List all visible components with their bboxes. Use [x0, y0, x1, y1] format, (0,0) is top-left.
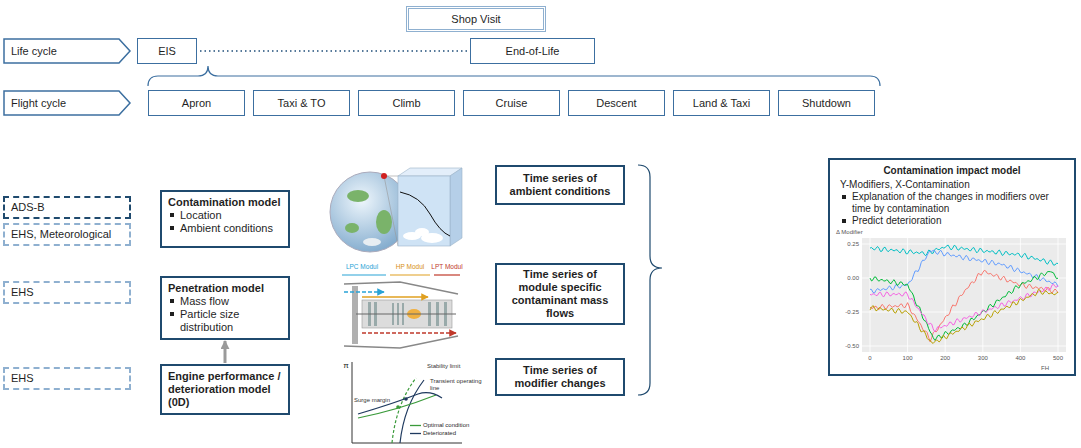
globe-illustration: [330, 168, 462, 252]
legend-line-sample: [410, 422, 421, 429]
bullet-mark: [170, 312, 174, 316]
box-title: End-of-Life: [477, 45, 588, 58]
chart-series: [870, 289, 1058, 343]
tick-label: 400: [1015, 355, 1025, 362]
milestone-box: EIS: [137, 38, 197, 64]
chevron-label: Life cycle: [3, 38, 131, 64]
bracket: [148, 66, 880, 86]
phase-box: Descent: [568, 90, 665, 116]
source-box: EHS: [3, 281, 131, 304]
map-annotation: Transient operating line: [430, 378, 486, 392]
phase-box: Land & Taxi: [673, 90, 770, 116]
phase-box: Taxi & TO: [253, 90, 350, 116]
box-title: Time series of modifier changes: [503, 364, 617, 390]
bullet-text: Mass flow: [180, 295, 229, 308]
box-title: Climb: [365, 97, 448, 110]
legend-item: Deteriorated: [410, 430, 456, 437]
map-annotation: Stability limit: [427, 363, 460, 370]
chart-series: [870, 272, 1058, 341]
model-box: Penetration modelMass flowParticle size …: [160, 276, 290, 340]
tick-label: 0.00: [847, 275, 859, 282]
tick-label: 300: [978, 355, 988, 362]
legend-line-sample: [410, 430, 421, 437]
bullet-mark: [842, 195, 846, 199]
box-title: Land & Taxi: [680, 97, 763, 110]
tick-label: -0.50: [845, 343, 859, 350]
tick-label: 100: [903, 355, 913, 362]
bullet-text: Particle size distribution: [180, 308, 282, 334]
box-title: EHS: [11, 286, 123, 299]
box-title: Cruise: [470, 97, 553, 110]
chart-series: [870, 284, 1058, 332]
module-label: LPT Modul: [431, 263, 462, 270]
legend-item: Optimal condition: [410, 422, 469, 429]
bullet-text: Ambient conditions: [180, 222, 273, 235]
bullet-mark: [170, 226, 174, 230]
box-title: Flight cycle: [11, 97, 125, 110]
box-title: Descent: [575, 97, 658, 110]
box-title: Taxi & TO: [260, 97, 343, 110]
tick-label: 0: [868, 355, 871, 362]
box-title: Time series of module specific contamina…: [503, 268, 617, 320]
chevron-label: Flight cycle: [3, 90, 131, 116]
connector: [200, 50, 467, 52]
bullet-text: Location: [180, 209, 222, 222]
engine-cross-section: [342, 275, 460, 348]
chart-series: [870, 270, 1058, 342]
phase-box: Climb: [358, 90, 455, 116]
legend-text: Deteriorated: [423, 430, 456, 437]
box-title: EHS, Meteorological: [11, 228, 123, 241]
phase-box: Apron: [148, 90, 245, 116]
chart-panel: [862, 238, 1066, 352]
box-title: Time series of ambient conditions: [503, 172, 617, 198]
box-title: Life cycle: [11, 45, 125, 58]
compressor-map: [352, 362, 462, 443]
phase-box: Cruise: [463, 90, 560, 116]
source-box: EHS, Meteorological: [3, 223, 131, 246]
chart-series: [870, 250, 1058, 293]
box-title: Contamination model: [168, 196, 282, 209]
output-box: Time series of module specific contamina…: [495, 263, 625, 325]
axis-symbol: π: [343, 361, 349, 370]
box-title: EIS: [144, 45, 190, 58]
box-title: EHS: [11, 372, 123, 385]
tick-label: -0.25: [845, 309, 859, 316]
legend-text: Optimal condition: [423, 422, 469, 429]
box-title: Contamination impact model: [840, 165, 1064, 177]
bullet-text: Explanation of the changes in modifiers …: [852, 191, 1064, 215]
box-text: Y-Modifiers, X-Contamination: [840, 179, 1064, 191]
output-box: Time series of ambient conditions: [495, 165, 625, 205]
phase-box: Shutdown: [778, 90, 875, 116]
chart-series: [870, 245, 1058, 265]
axis-title: Δ Modifier: [836, 229, 863, 236]
source-box: EHS: [3, 367, 131, 390]
connector: [224, 341, 227, 363]
map-annotation: Surge margin: [354, 397, 390, 404]
source-box: ADS-B: [3, 196, 131, 219]
module-label: HP Modul: [396, 263, 424, 270]
module-label: LPC Modul: [346, 263, 378, 270]
output-box: Time series of modifier changes: [495, 358, 625, 396]
bracket: [638, 165, 662, 395]
box-title: ADS-B: [11, 201, 123, 214]
tick-label: 0.25: [847, 241, 859, 248]
bullet-mark: [170, 299, 174, 303]
box-title: Apron: [155, 97, 238, 110]
tick-label: 500: [1053, 355, 1063, 362]
box-title: Shop Visit: [415, 13, 537, 26]
impact-model-box: Contamination impact modelY-Modifiers, X…: [828, 158, 1076, 376]
box-title: Penetration model: [168, 282, 282, 295]
tick-label: 200: [940, 355, 950, 362]
box-title: Shutdown: [785, 97, 868, 110]
box-title: Engine performance / deterioration model…: [168, 370, 282, 409]
bullet-text: Predict deterioration: [852, 215, 942, 227]
bullet-mark: [170, 213, 174, 217]
milestone-box: End-of-Life: [470, 38, 595, 64]
model-box: Contamination modelLocationAmbient condi…: [160, 190, 290, 248]
event-box: Shop Visit: [406, 6, 546, 32]
model-box: Engine performance / deterioration model…: [160, 364, 290, 415]
bullet-mark: [842, 219, 846, 223]
axis-title: FH: [1041, 365, 1049, 372]
